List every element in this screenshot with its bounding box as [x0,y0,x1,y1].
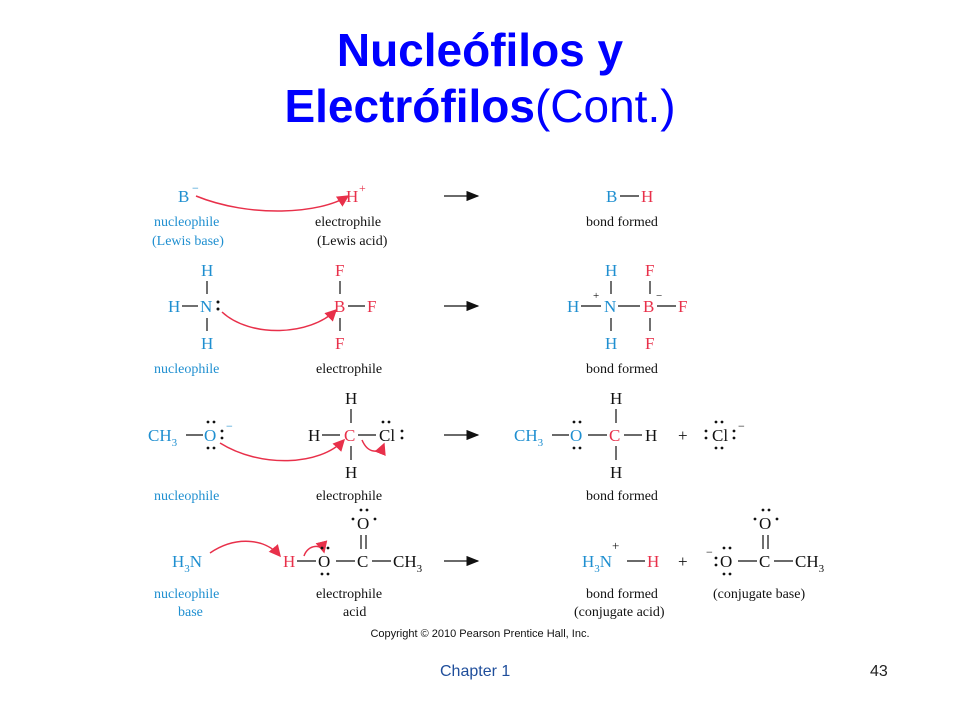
row4-prod-CH3: CH3 [795,552,825,575]
row2-prod-B-right-F: F [678,297,687,316]
row4-base-label: base [178,605,203,620]
row1-lewis-acid-label: (Lewis acid) [317,234,388,249]
row3-C-top-H: H [345,389,357,408]
title-line2-bold: Electrófilos [284,80,535,132]
row4-plus: + [678,552,688,571]
title-line1: Nucleófilos y [336,24,624,76]
row1-elec-H: H [346,187,358,206]
title-line2-normal: (Cont.) [534,80,676,132]
row2-nucleophile-label: nucleophile [154,362,219,377]
row2-B: B [334,297,345,316]
row2-prod-B: B [643,297,654,316]
row3-nuc-CH3: CH3 [148,426,178,449]
row3-prod-C-top-H: H [610,389,622,408]
row1-nucleophile-label: nucleophile [154,215,219,230]
row3-plus: + [678,426,688,445]
footer-chapter: Chapter 1 [440,663,511,680]
row3-prod-Cl: Cl [712,426,728,445]
row4-conjugate-base-label: (conjugate base) [713,587,805,602]
row3-nuc-O: O [204,426,216,445]
row4-bond-arrow [303,540,328,557]
row2-B-bottom-F: F [335,334,344,353]
row3-electrophile-label: electrophile [316,489,382,504]
row3-nuc-charge: − [226,419,233,433]
row3-prod-CH3: CH3 [514,426,544,449]
row2-electrophile-label: electrophile [316,362,382,377]
row1-product-H: H [641,187,653,206]
row2-N-top-H: H [201,261,213,280]
row2-prod-N: N [604,297,616,316]
row3-prod-O: O [570,426,582,445]
footer-page-number: 43 [870,663,888,680]
row4-prod-H: H [647,552,659,571]
row2-B-right-F: F [367,297,376,316]
row2-curved-arrow [221,308,338,332]
row2-prod-N-charge: + [593,290,599,302]
row2-prod-B-top-F: F [645,261,654,280]
row4-elec-C: C [357,552,368,571]
row4-elec-CH3: CH3 [393,552,423,575]
row4-elec-O: O [318,552,330,571]
row3-C: C [344,426,355,445]
row4-curved-arrow [209,540,281,558]
row3-C-left-H: H [308,426,320,445]
row2-N-left-H: H [168,297,180,316]
row3-curved-arrow [219,438,346,462]
row4-prod-O: O [720,552,732,571]
copyright-notice: Copyright © 2010 Pearson Prentice Hall, … [370,628,590,640]
row2-bond-formed-label: bond formed [586,362,658,377]
row1-nuc-charge: − [192,181,199,195]
row3-prod-C-bottom-H: H [610,463,622,482]
row4-acid-label: acid [343,605,366,620]
reaction-figure: B − H + nucleophile (Lewis base) electro… [148,181,825,620]
row4-prod-O-charge: − [706,545,713,559]
row4-prod-carbonyl-O: O [759,514,771,533]
row4-elec-H: H [283,552,295,571]
row2-prod-N-left-H: H [567,297,579,316]
row3-prod-C-right-H: H [645,426,657,445]
row2-B-top-F: F [335,261,344,280]
row1-nuc-B: B [178,187,189,206]
slide-title: Nucleófilos y Electrófilos(Cont.) [0,22,960,134]
row3-prod-C: C [609,426,620,445]
row4-nucleophile-label: nucleophile [154,587,219,602]
row3-leaving-arrow [361,439,386,456]
row1-curved-arrow [195,195,350,212]
row2-prod-B-charge: − [656,290,662,302]
row3-Cl: Cl [379,426,395,445]
row4-nuc-H3N: H3N [172,552,202,575]
row1-bond-formed-label: bond formed [586,215,658,230]
row2-N: N [200,297,212,316]
row4-conjugate-acid-label: (conjugate acid) [574,605,665,620]
row1-product-B: B [606,187,617,206]
row1-elec-charge: + [359,181,366,195]
row2-prod-B-bottom-F: F [645,334,654,353]
row4-bond-formed-label: bond formed [586,587,658,602]
row2-prod-N-top-H: H [605,261,617,280]
row4-prod-C: C [759,552,770,571]
row4-prod-N-charge: + [612,538,619,553]
row3-bond-formed-label: bond formed [586,489,658,504]
row2-prod-N-bottom-H: H [605,334,617,353]
row4-electrophile-label: electrophile [316,587,382,602]
row2-N-bottom-H: H [201,334,213,353]
row3-Cl-charge: − [738,419,745,433]
row3-C-bottom-H: H [345,463,357,482]
row1-electrophile-label: electrophile [315,215,381,230]
row4-prod-H3N: H3N [582,552,612,575]
row4-elec-carbonyl-O: O [357,514,369,533]
row3-nucleophile-label: nucleophile [154,489,219,504]
row1-lewis-base-label: (Lewis base) [152,234,224,249]
